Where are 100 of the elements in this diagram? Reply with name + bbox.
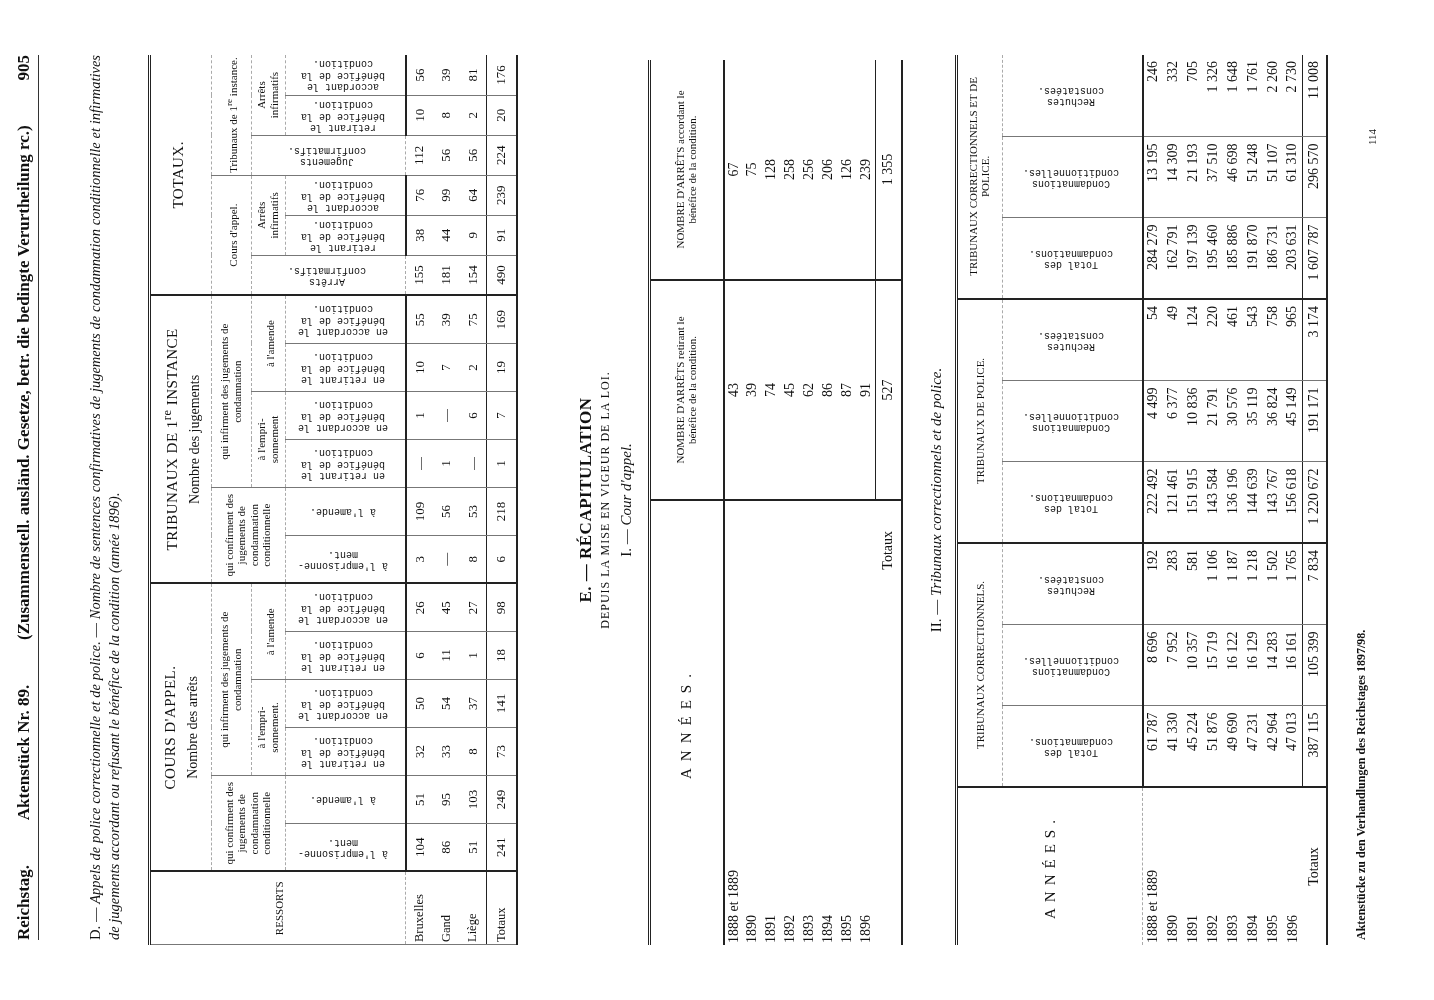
data-value: 51 876 — [1204, 712, 1220, 751]
data-value: 10 — [411, 108, 427, 122]
column-heading: Condamnations conditionnelles. — [1021, 654, 1120, 677]
data-value: 1 761 — [1244, 60, 1260, 93]
column-heading: Jugements confirmatifs. — [286, 143, 367, 167]
data-value: 162 791 — [1164, 224, 1180, 270]
data-value: 206 — [820, 159, 835, 180]
data-value: 239 — [857, 159, 873, 180]
row-label: 1888 et 1889 — [1144, 869, 1160, 943]
data-value: 154 — [464, 265, 480, 285]
data-value: 74 — [763, 383, 778, 397]
data-value: 47 013 — [1284, 712, 1300, 751]
data-value: 192 — [1145, 550, 1160, 571]
data-value: 16 161 — [1284, 631, 1300, 670]
data-value: 75 — [744, 162, 759, 177]
row-label: Liège — [465, 913, 480, 942]
running-head: (Zusammenstell. ausländ. Gesetze, betr. die bedingte Verurtheilung rc.) — [14, 125, 34, 640]
group-subheading: Nombre des jugements — [186, 373, 203, 506]
data-value: 169 — [493, 309, 509, 330]
data-value: 1 — [411, 412, 427, 419]
data-value: — — [438, 408, 453, 422]
data-value: 50 — [411, 697, 427, 710]
column-heading: en retirant le bénéfice de la condition. — [300, 350, 387, 385]
data-value: 26 — [411, 601, 427, 615]
data-value: 61 310 — [1284, 143, 1300, 182]
row-label: 1891 — [1184, 915, 1200, 943]
column-heading: Rechutes constatées. — [1036, 84, 1105, 108]
data-value: 191 870 — [1244, 224, 1260, 270]
section-subheading: DEPUIS LA MISE EN VIGEUR DE LA LOI. — [598, 370, 613, 631]
column-heading: qui confirment des jugements de condamnation conditionnelle — [223, 492, 272, 579]
data-value: 41 330 — [1164, 712, 1180, 751]
data-value: 91 — [857, 383, 873, 397]
column-heading: Rechutes constatées. — [1036, 572, 1105, 596]
data-value: 241 — [493, 837, 509, 857]
data-value: 195 460 — [1204, 224, 1220, 270]
group-heading: TOTAUX. — [169, 140, 187, 211]
data-value: 44 — [438, 228, 453, 242]
data-value: 39 — [438, 313, 453, 327]
data-value: 121 461 — [1164, 468, 1180, 514]
data-value: 16 129 — [1244, 631, 1260, 670]
column-heading: en retirant le bénéfice de la condition. — [300, 446, 387, 481]
row-label: 1893 — [1224, 915, 1240, 943]
column-heading: Arrêts infirmatifs — [255, 191, 280, 241]
data-value: 185 886 — [1224, 224, 1240, 270]
data-value: 55 — [411, 313, 427, 327]
data-value: 1 218 — [1244, 550, 1260, 582]
page-number: 905 — [14, 55, 34, 81]
data-value: 9 — [464, 232, 480, 239]
data-value: 156 618 — [1284, 468, 1300, 514]
data-value: 2 — [464, 364, 480, 371]
row-label: 1894 — [1244, 915, 1260, 943]
column-heading: Total des condamnations. — [1027, 734, 1114, 758]
data-value: 54 — [1145, 305, 1160, 320]
data-value: 387 115 — [1306, 712, 1322, 758]
data-value: 527 — [880, 379, 896, 401]
data-value: 35 119 — [1244, 387, 1260, 426]
data-value: 581 — [1184, 550, 1200, 571]
data-value: — — [464, 456, 480, 470]
data-value: 67 — [725, 162, 741, 177]
column-heading: ANNÉES. — [1041, 814, 1058, 919]
data-value: 151 915 — [1184, 468, 1200, 514]
data-value: 1 607 787 — [1306, 224, 1322, 281]
column-heading: Condamnations conditionnelles. — [1021, 165, 1120, 189]
data-value: 95 — [438, 793, 453, 806]
data-value: 461 — [1224, 305, 1240, 327]
data-value: 76 — [411, 188, 427, 202]
data-value: 14 309 — [1164, 143, 1180, 182]
column-heading: Arrêts infirmatifs — [255, 70, 280, 121]
data-value: 1 — [438, 460, 453, 467]
data-value: 56 — [438, 148, 453, 162]
data-value: 11 008 — [1306, 60, 1322, 99]
data-value: 191 171 — [1306, 387, 1322, 433]
row-label: 1896 — [858, 915, 873, 943]
data-value: 86 — [820, 383, 835, 397]
group-heading: TRIBUNAUX DE POLICE. — [973, 357, 986, 485]
column-heading: retirant le bénéfice de la condition. — [300, 98, 387, 133]
row-label: Totaux — [493, 907, 508, 942]
column-heading: qui infirment des jugements de condamnation — [218, 322, 243, 462]
data-value: 1 — [493, 460, 509, 467]
data-value: 7 — [438, 364, 453, 371]
data-value: 45 — [438, 601, 453, 615]
data-value: 224 — [493, 145, 509, 166]
column-heading: RESSORTS — [273, 881, 286, 936]
data-value: 86 — [438, 840, 453, 854]
data-value: 37 510 — [1204, 143, 1220, 182]
column-heading: qui confirment des jugements de condamnation conditionnelle — [223, 781, 272, 867]
column-heading: à l'empri- sonnement — [255, 414, 280, 466]
data-value: 98 — [493, 601, 509, 615]
data-value: 220 — [1204, 305, 1220, 327]
data-value: 8 — [438, 112, 453, 119]
running-head: Aktenstück Nr. 89. — [14, 684, 34, 821]
data-value: 1 — [464, 652, 480, 659]
data-value: 6 377 — [1164, 387, 1180, 419]
data-value: 20 — [493, 108, 509, 122]
data-value: 49 690 — [1224, 712, 1240, 751]
row-label: 1893 — [801, 915, 816, 943]
data-value: 1 187 — [1224, 550, 1240, 582]
data-value: 13 195 — [1145, 143, 1160, 182]
data-value: 49 — [1164, 305, 1180, 320]
data-value: 1 648 — [1224, 60, 1240, 93]
